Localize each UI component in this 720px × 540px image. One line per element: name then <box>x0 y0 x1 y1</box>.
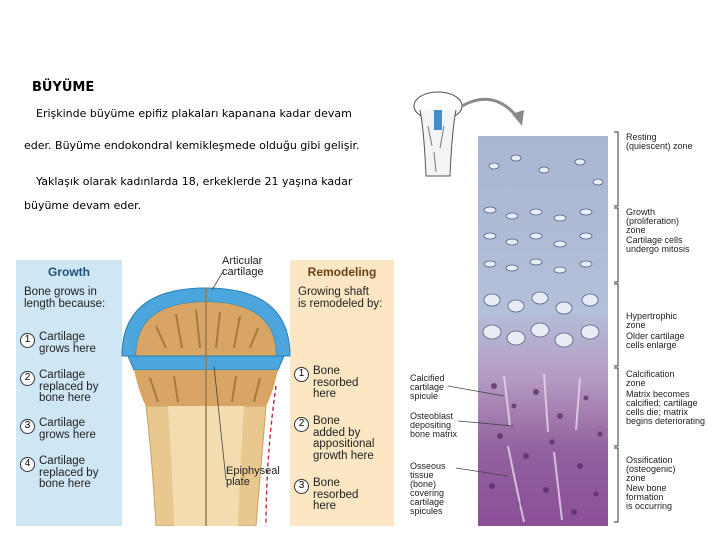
zone-hypertrophic-title: Hypertrophic zone <box>626 312 677 330</box>
step-text: Cartilage grows here <box>39 418 96 441</box>
step-number: 2 <box>294 417 309 432</box>
paragraph-line-2: eder. Büyüme endokondral kemikleşmede ol… <box>24 139 360 153</box>
bone-growth-diagram: Growth Bone grows in length because: Rem… <box>16 256 394 526</box>
zone-ossification-title: Ossification (osteogenic) zone <box>626 456 676 483</box>
zone-calcification-title: Calcification zone <box>626 370 675 388</box>
paragraph-line-1: Erişkinde büyüme epifiz plakaları kapana… <box>36 107 352 121</box>
step-text: Bone resorbed here <box>313 478 358 513</box>
epiphyseal-plate-label: Epiphyseal plate <box>226 466 280 488</box>
bone-thumbnail-icon <box>414 92 462 176</box>
growth-step-4: 4 Cartilage replaced by bone here <box>20 456 98 491</box>
growth-step-1: 1 Cartilage grows here <box>20 332 96 355</box>
step-number: 3 <box>294 479 309 494</box>
growth-step-2: 2 Cartilage replaced by bone here <box>20 370 98 405</box>
step-number: 2 <box>20 371 35 386</box>
paragraph-line-3: Yaklaşık olarak kadınlarda 18, erkeklerd… <box>36 175 352 189</box>
calcified-cartilage-spicule-label: Calcified cartilage spicule <box>410 374 445 401</box>
osteoblast-label: Osteoblast depositing bone matrix <box>410 412 457 439</box>
remodeling-step-3: 3 Bone resorbed here <box>294 478 358 513</box>
remodeling-step-2: 2 Bone added by appositional growth here <box>294 416 374 462</box>
step-number: 1 <box>20 333 35 348</box>
remodeling-step-1: 1 Bone resorbed here <box>294 366 358 401</box>
zone-hypertrophic-desc: Older cartilage cells enlarge <box>626 332 685 350</box>
remodeling-outline <box>266 386 276 526</box>
epiphyseal-plate-micrograph: Resting (quiescent) zone Growth (prolife… <box>404 86 720 526</box>
step-text: Bone resorbed here <box>313 366 358 401</box>
osseous-tissue-label: Osseous tissue (bone) covering cartilage… <box>410 462 446 516</box>
slide-title: BÜYÜME <box>32 80 94 95</box>
remodeling-panel-title: Remodeling <box>290 260 394 280</box>
articular-cartilage-label: Articular cartilage <box>222 256 264 278</box>
growth-panel-subtitle: Bone grows in length because: <box>16 280 122 310</box>
step-text: Cartilage replaced by bone here <box>39 370 98 405</box>
zone-growth-title: Growth (proliferation) zone <box>626 208 679 235</box>
step-text: Cartilage replaced by bone here <box>39 456 98 491</box>
growth-panel-title: Growth <box>16 260 122 280</box>
zone-ossification-desc: New bone formation is occurring <box>626 484 672 511</box>
step-text: Cartilage grows here <box>39 332 96 355</box>
arrow-icon <box>462 99 518 118</box>
remodeling-panel-subtitle: Growing shaft is remodeled by: <box>290 280 394 310</box>
step-text: Bone added by appositional growth here <box>313 416 374 462</box>
paragraph-line-4: büyüme devam eder. <box>24 199 141 213</box>
step-number: 1 <box>294 367 309 382</box>
zone-growth-desc: Cartilage cells undergo mitosis <box>626 236 690 254</box>
growth-step-3: 3 Cartilage grows here <box>20 418 96 441</box>
zone-resting-title: Resting (quiescent) zone <box>626 133 693 151</box>
zone-calcification-desc: Matrix becomes calcified; cartilage cell… <box>626 390 705 426</box>
step-number: 4 <box>20 457 35 472</box>
step-number: 3 <box>20 419 35 434</box>
